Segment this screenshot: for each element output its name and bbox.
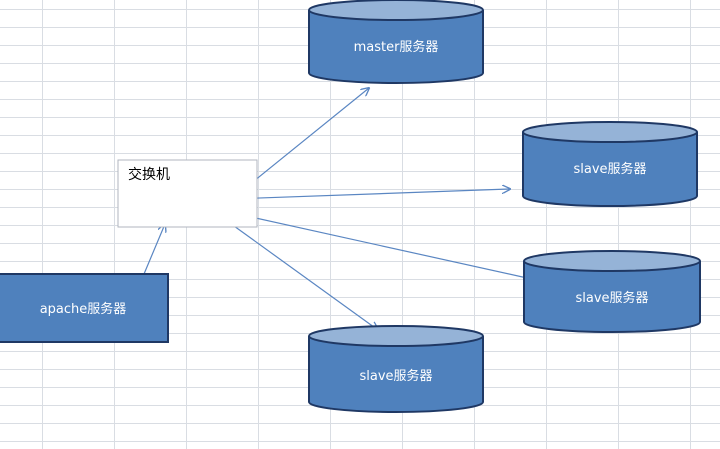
switch-box: [117, 159, 258, 228]
arrow-switch-to-slave-right-top: [231, 189, 510, 200]
arrow-apache-to-switch: [143, 224, 165, 275]
slave-server-label-right-top: slave服务器: [573, 161, 646, 177]
slave-server-cylinder-bottom: slave服务器: [308, 325, 484, 413]
arrow-switch-to-slave-right-bottom: [223, 210, 528, 279]
slave-server-label-right-bottom: slave服务器: [575, 290, 648, 306]
slave-server-cylinder-right-top: slave服务器: [522, 121, 698, 207]
apache-server-box: [0, 273, 169, 343]
arrow-switch-to-slave-bottom: [233, 225, 378, 330]
apache-server-label: apache服务器: [40, 301, 127, 317]
master-server-label: master服务器: [354, 39, 439, 55]
switch-label: 交换机: [128, 166, 170, 183]
slave-server-label-bottom: slave服务器: [359, 368, 432, 384]
slave-server-cylinder-right-bottom: slave服务器: [523, 250, 701, 333]
master-server-cylinder: master服务器: [308, 0, 484, 84]
